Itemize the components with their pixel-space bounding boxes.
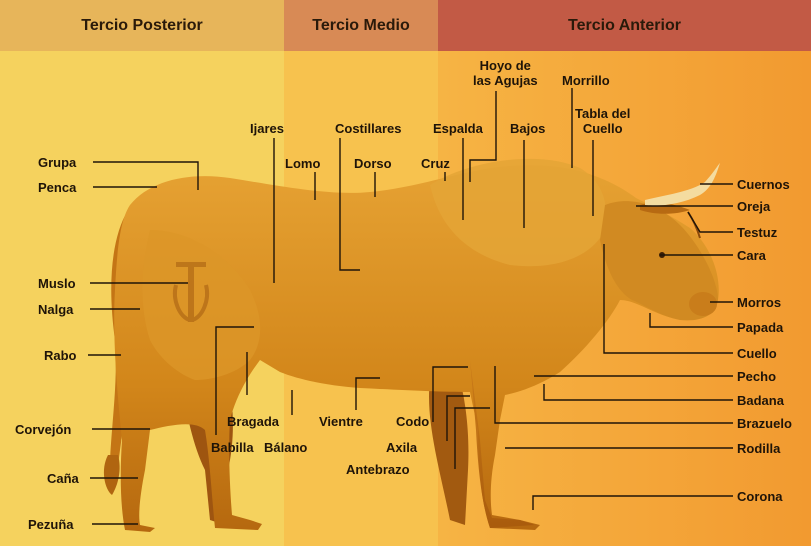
label-rabo: Rabo xyxy=(44,348,77,363)
label-babilla: Babilla xyxy=(211,440,254,455)
label-dorso: Dorso xyxy=(354,156,392,171)
label-bajos: Bajos xyxy=(510,121,545,136)
label-badana: Badana xyxy=(737,393,784,408)
label-cuello: Cuello xyxy=(737,346,777,361)
label-muslo: Muslo xyxy=(38,276,76,291)
label-brazuelo: Brazuelo xyxy=(737,416,792,431)
label-grupa: Grupa xyxy=(38,155,76,170)
label-vientre: Vientre xyxy=(319,414,363,429)
label-corvejon: Corvejón xyxy=(15,422,71,437)
label-hoyo-agujas: Hoyo de las Agujas xyxy=(473,58,538,88)
label-codo: Codo xyxy=(396,414,429,429)
label-pezuna: Pezuña xyxy=(28,517,74,532)
label-cara: Cara xyxy=(737,248,766,263)
label-cruz: Cruz xyxy=(421,156,450,171)
label-antebrazo: Antebrazo xyxy=(346,462,410,477)
label-morros: Morros xyxy=(737,295,781,310)
label-balano: Bálano xyxy=(264,440,307,455)
label-ijares: Ijares xyxy=(250,121,284,136)
label-morrillo: Morrillo xyxy=(562,73,610,88)
label-testuz: Testuz xyxy=(737,225,777,240)
label-cuernos: Cuernos xyxy=(737,177,790,192)
label-corona: Corona xyxy=(737,489,783,504)
label-papada: Papada xyxy=(737,320,783,335)
label-pecho: Pecho xyxy=(737,369,776,384)
label-costillares: Costillares xyxy=(335,121,401,136)
label-cana: Caña xyxy=(47,471,79,486)
label-penca: Penca xyxy=(38,180,76,195)
label-oreja: Oreja xyxy=(737,199,770,214)
bull-silhouette xyxy=(104,159,720,532)
label-axila: Axila xyxy=(386,440,417,455)
label-nalga: Nalga xyxy=(38,302,73,317)
label-bragada: Bragada xyxy=(227,414,279,429)
label-tabla-cuello: Tabla del Cuello xyxy=(575,106,630,136)
label-lomo: Lomo xyxy=(285,156,320,171)
label-espalda: Espalda xyxy=(433,121,483,136)
label-rodilla: Rodilla xyxy=(737,441,780,456)
